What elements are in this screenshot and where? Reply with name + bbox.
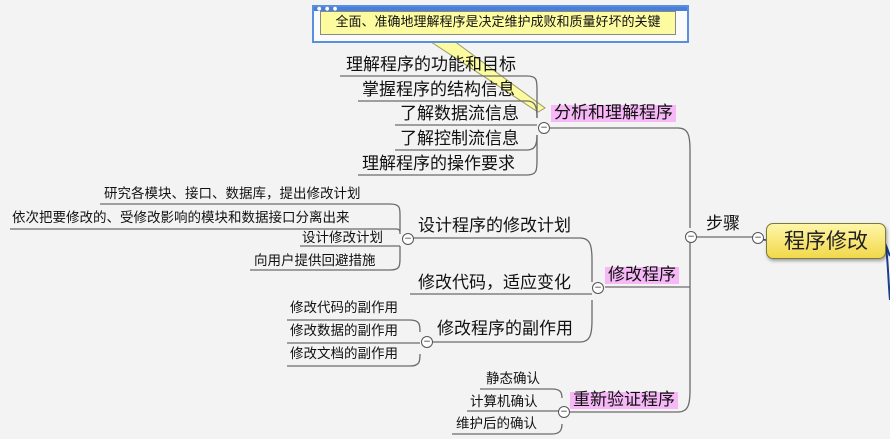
collapse-icon[interactable] (592, 282, 604, 294)
collapse-icon[interactable] (558, 406, 570, 418)
side-effect-topic[interactable]: 修改程序的副作用 (437, 319, 573, 339)
analyze-item[interactable]: 掌握程序的结构信息 (362, 80, 515, 100)
plan-item[interactable]: 研究各模块、接口、数据库，提出修改计划 (104, 186, 361, 202)
collapse-icon[interactable] (402, 233, 414, 245)
analyze-topic[interactable]: 分析和理解程序 (551, 105, 676, 122)
verify-item[interactable]: 维护后的确认 (456, 416, 537, 432)
callout-bar-dots: ● ● ● (317, 6, 339, 12)
plan-item[interactable]: 向用户提供回避措施 (254, 253, 376, 269)
analyze-item[interactable]: 了解数据流信息 (400, 104, 519, 124)
analyze-item[interactable]: 理解程序的功能和目标 (346, 55, 516, 75)
analyze-item[interactable]: 了解控制流信息 (400, 129, 519, 149)
collapse-icon[interactable] (421, 336, 433, 348)
verify-item[interactable]: 静态确认 (486, 371, 540, 387)
callout-note: 全面、准确地理解程序是决定维护成败和质量好坏的关键 (320, 11, 676, 35)
collapse-icon[interactable] (538, 122, 550, 134)
verify-item[interactable]: 计算机确认 (470, 394, 538, 410)
callout-title-bar (314, 7, 687, 11)
code-topic[interactable]: 修改代码，适应变化 (418, 273, 571, 293)
side-effect-item[interactable]: 修改文档的副作用 (290, 346, 398, 362)
root-topic[interactable]: 程序修改 (766, 223, 886, 259)
steps-topic[interactable]: 步骤 (706, 214, 740, 234)
analyze-item[interactable]: 理解程序的操作要求 (362, 154, 515, 174)
plan-item[interactable]: 设计修改计划 (302, 230, 383, 246)
collapse-icon[interactable] (685, 231, 697, 243)
modify-topic[interactable]: 修改程序 (605, 267, 679, 284)
side-effect-item[interactable]: 修改数据的副作用 (290, 323, 398, 339)
plan-item[interactable]: 依次把要修改的、受修改影响的模块和数据接口分离出来 (12, 210, 350, 226)
collapse-icon[interactable] (752, 232, 764, 244)
plan-topic[interactable]: 设计程序的修改计划 (418, 216, 571, 236)
side-effect-item[interactable]: 修改代码的副作用 (290, 300, 398, 316)
verify-topic[interactable]: 重新验证程序 (570, 392, 678, 409)
